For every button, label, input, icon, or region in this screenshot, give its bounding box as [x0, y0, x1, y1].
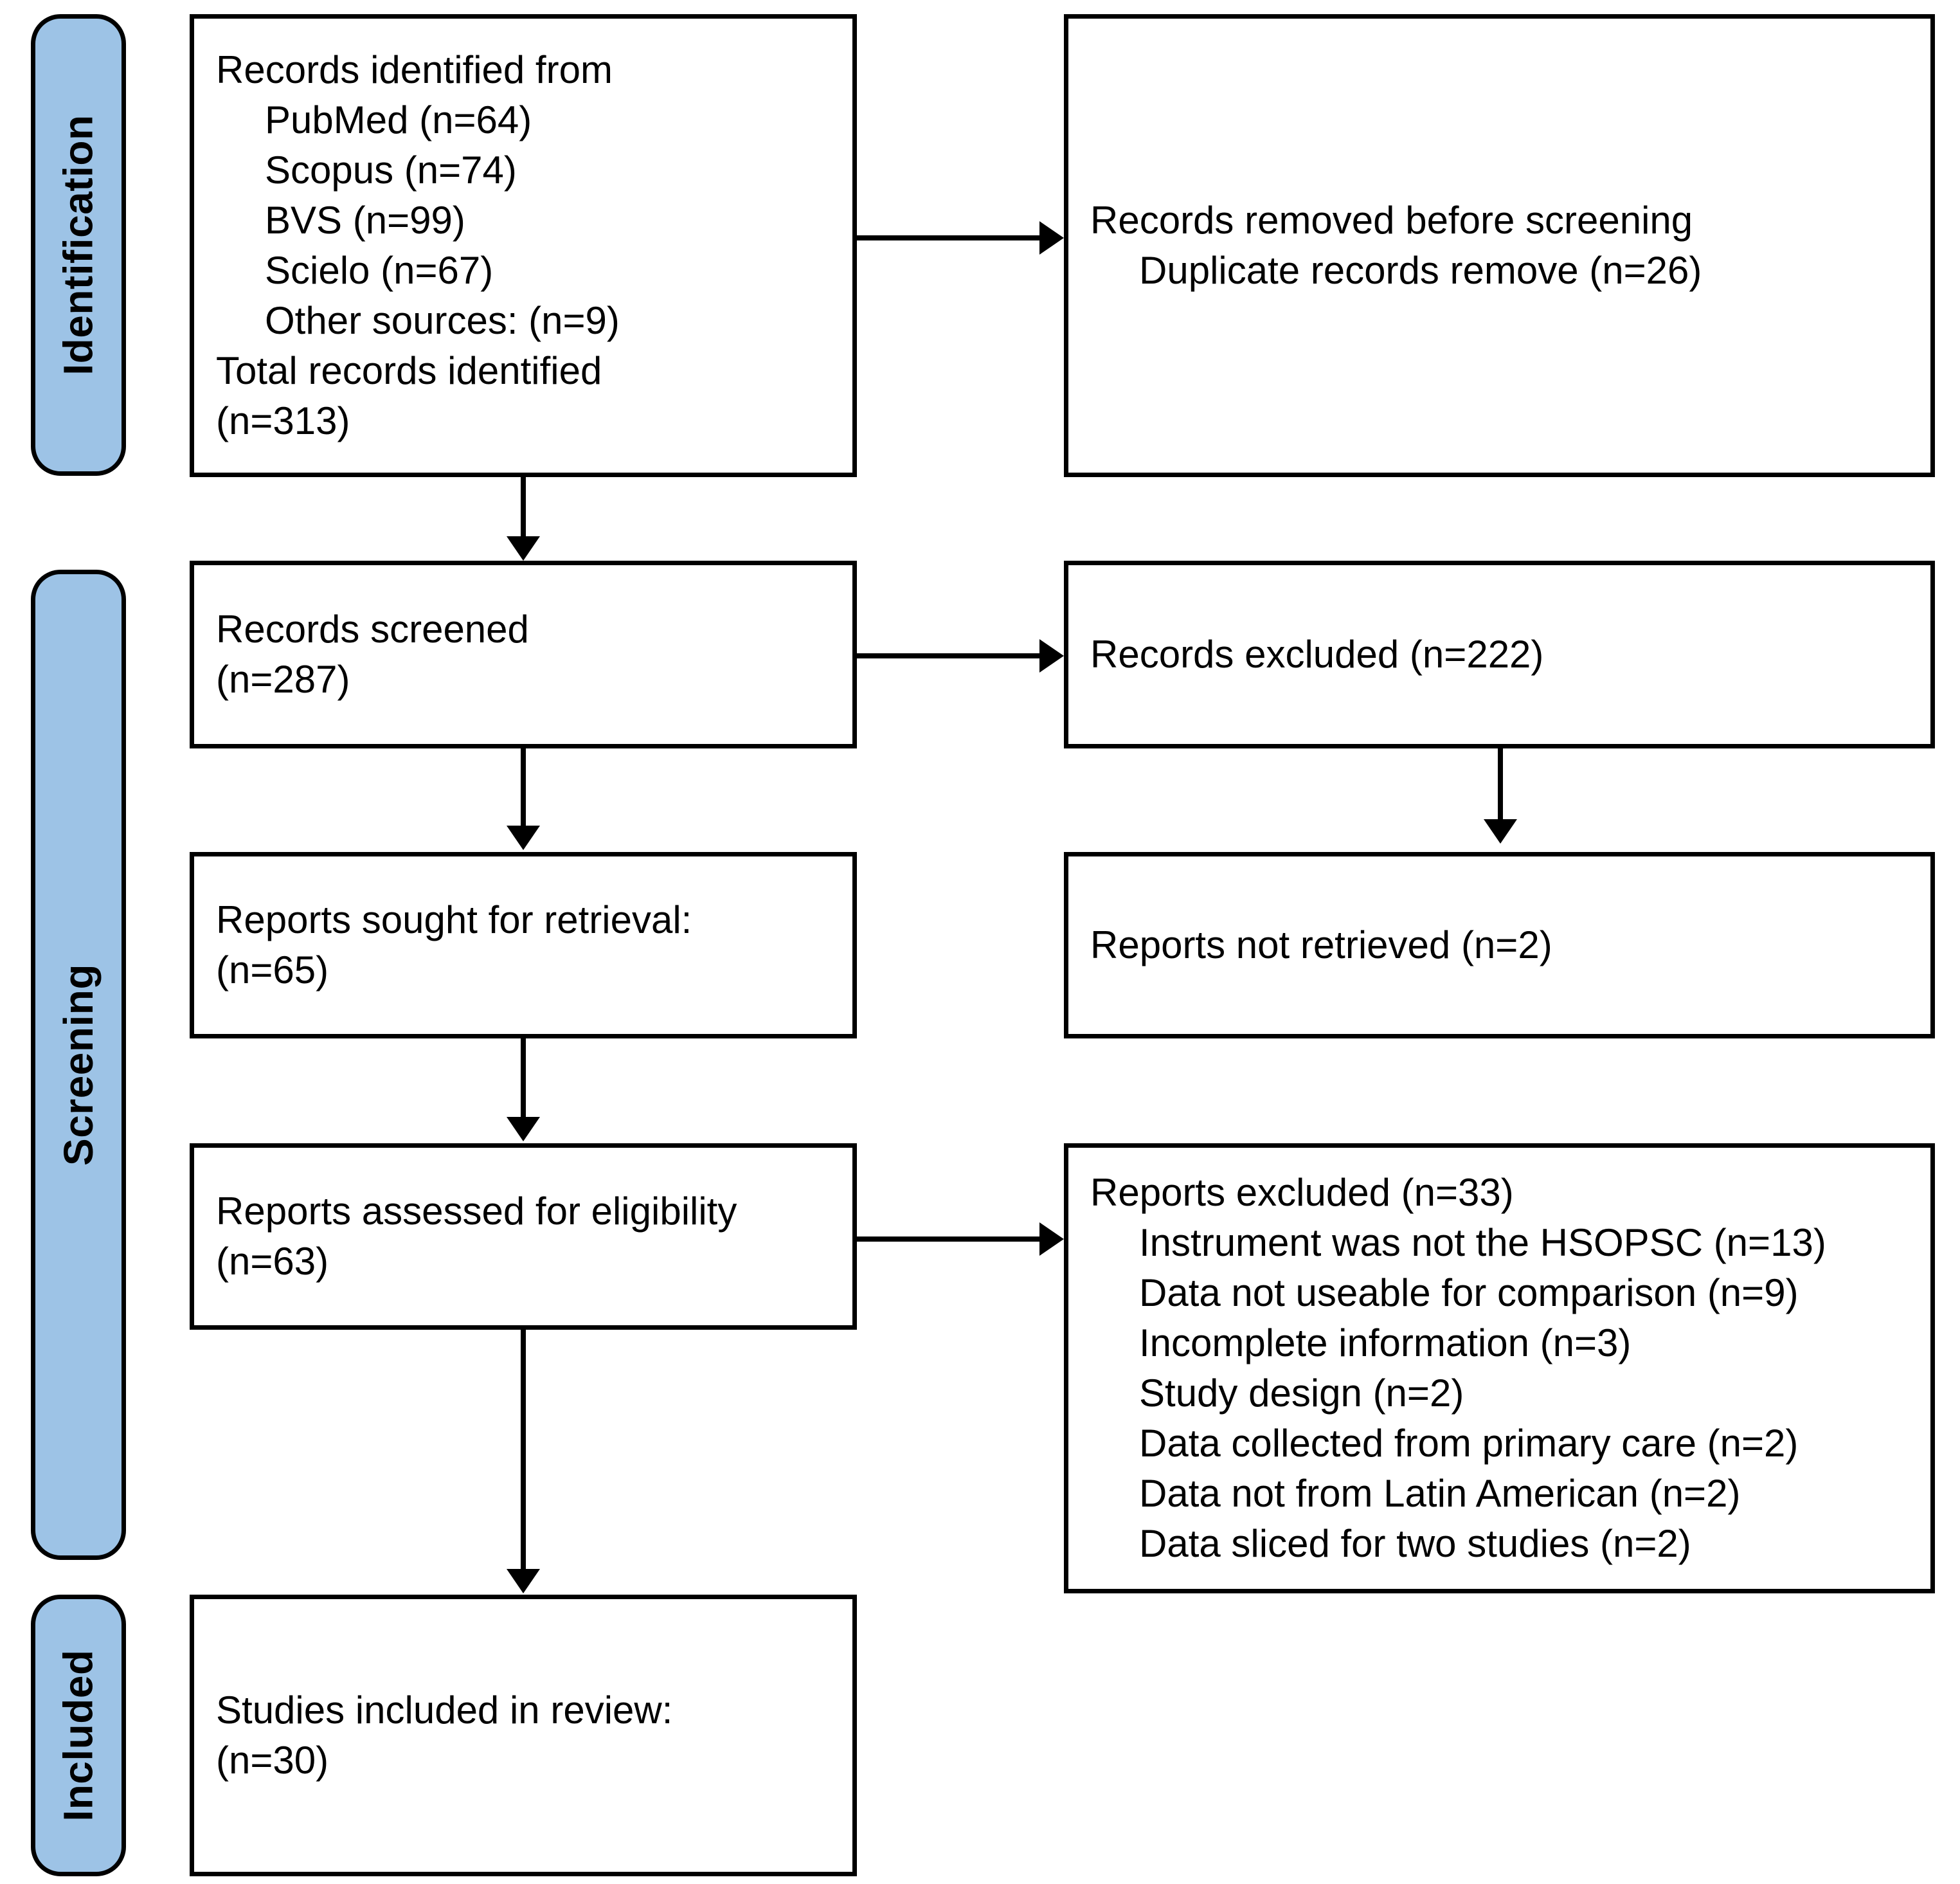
connector-excluded-to-not-retrieved-arrow	[1484, 819, 1517, 844]
box-reports-sought: Reports sought for retrieval: (n=65)	[190, 852, 857, 1038]
box-reports-not-retrieved: Reports not retrieved (n=2)	[1064, 852, 1935, 1038]
records-removed-line-1: Duplicate records remove (n=26)	[1139, 249, 1702, 292]
reports-excluded-line-1: Instrument was not the HSOPSC (n=13)	[1139, 1221, 1826, 1264]
connector-identified-to-removed-arrow	[1039, 221, 1064, 255]
reports-excluded-line-0: Reports excluded (n=33)	[1090, 1171, 1514, 1214]
box-records-identified: Records identified from PubMed (n=64) Sc…	[190, 14, 857, 477]
records-identified-line-6: Total records identified	[216, 349, 602, 392]
records-removed-line-0: Records removed before screening	[1090, 199, 1693, 242]
box-records-screened: Records screened (n=287)	[190, 561, 857, 748]
box-reports-excluded: Reports excluded (n=33) Instrument was n…	[1064, 1143, 1935, 1593]
reports-assessed-line-0: Reports assessed for eligibility	[216, 1190, 737, 1233]
records-screened-line-0: Records screened	[216, 608, 529, 651]
reports-not-retrieved-line-0: Reports not retrieved (n=2)	[1090, 923, 1552, 966]
connector-sought-to-assessed-arrow	[507, 1117, 540, 1141]
records-identified-line-4: Scielo (n=67)	[265, 249, 494, 292]
records-identified-line-0: Records identified from	[216, 48, 613, 91]
connector-identified-to-screened-arrow	[507, 536, 540, 561]
reports-excluded-line-5: Data collected from primary care (n=2)	[1139, 1422, 1799, 1465]
box-reports-assessed: Reports assessed for eligibility (n=63)	[190, 1143, 857, 1330]
connector-screened-to-sought-line	[521, 748, 526, 826]
connector-identified-to-screened-line	[521, 477, 526, 536]
connector-assessed-to-included-arrow	[507, 1569, 540, 1593]
records-identified-line-7: (n=313)	[216, 399, 350, 442]
reports-excluded-line-2: Data not useable for comparison (n=9)	[1139, 1271, 1799, 1314]
box-reports-not-retrieved-text: Reports not retrieved (n=2)	[1068, 920, 1930, 970]
box-reports-sought-text: Reports sought for retrieval: (n=65)	[194, 895, 852, 995]
phase-label-screening-text: Screening	[55, 964, 102, 1166]
box-records-excluded: Records excluded (n=222)	[1064, 561, 1935, 748]
reports-sought-line-1: (n=65)	[216, 948, 329, 992]
records-identified-line-2: Scopus (n=74)	[265, 149, 517, 192]
phase-label-identification: Identification	[31, 14, 126, 476]
reports-sought-line-0: Reports sought for retrieval:	[216, 898, 692, 941]
box-studies-included: Studies included in review: (n=30)	[190, 1595, 857, 1876]
connector-assessed-to-reports-excluded-line	[857, 1236, 1039, 1242]
box-reports-excluded-text: Reports excluded (n=33) Instrument was n…	[1068, 1168, 1930, 1569]
connector-identified-to-removed-line	[857, 235, 1039, 240]
box-studies-included-text: Studies included in review: (n=30)	[194, 1685, 852, 1786]
box-records-identified-text: Records identified from PubMed (n=64) Sc…	[194, 45, 852, 446]
records-screened-line-1: (n=287)	[216, 658, 350, 701]
phase-label-screening: Screening	[31, 570, 126, 1560]
box-records-screened-text: Records screened (n=287)	[194, 604, 852, 705]
connector-assessed-to-reports-excluded-arrow	[1039, 1222, 1064, 1256]
records-identified-line-1: PubMed (n=64)	[265, 98, 532, 141]
studies-included-line-0: Studies included in review:	[216, 1689, 673, 1732]
box-reports-assessed-text: Reports assessed for eligibility (n=63)	[194, 1186, 852, 1287]
box-records-removed-text: Records removed before screening Duplica…	[1068, 195, 1930, 296]
phase-label-included: Included	[31, 1595, 126, 1876]
phase-label-identification-text: Identification	[55, 114, 102, 376]
reports-excluded-line-4: Study design (n=2)	[1139, 1372, 1464, 1415]
connector-screened-to-sought-arrow	[507, 826, 540, 850]
records-excluded-line-0: Records excluded (n=222)	[1090, 633, 1544, 676]
box-records-removed: Records removed before screening Duplica…	[1064, 14, 1935, 477]
records-identified-line-3: BVS (n=99)	[265, 199, 465, 242]
studies-included-line-1: (n=30)	[216, 1739, 329, 1782]
connector-screened-to-excluded-line	[857, 653, 1039, 658]
reports-excluded-line-3: Incomplete information (n=3)	[1139, 1321, 1632, 1364]
connector-excluded-to-not-retrieved-line	[1498, 748, 1503, 819]
reports-assessed-line-1: (n=63)	[216, 1240, 329, 1283]
phase-label-included-text: Included	[55, 1649, 102, 1822]
connector-assessed-to-included-line	[521, 1330, 526, 1569]
records-identified-line-5: Other sources: (n=9)	[265, 299, 620, 342]
box-records-excluded-text: Records excluded (n=222)	[1068, 630, 1930, 680]
connector-screened-to-excluded-arrow	[1039, 639, 1064, 673]
connector-sought-to-assessed-line	[521, 1038, 526, 1117]
reports-excluded-line-7: Data sliced for two studies (n=2)	[1139, 1522, 1691, 1565]
reports-excluded-line-6: Data not from Latin American (n=2)	[1139, 1472, 1741, 1515]
